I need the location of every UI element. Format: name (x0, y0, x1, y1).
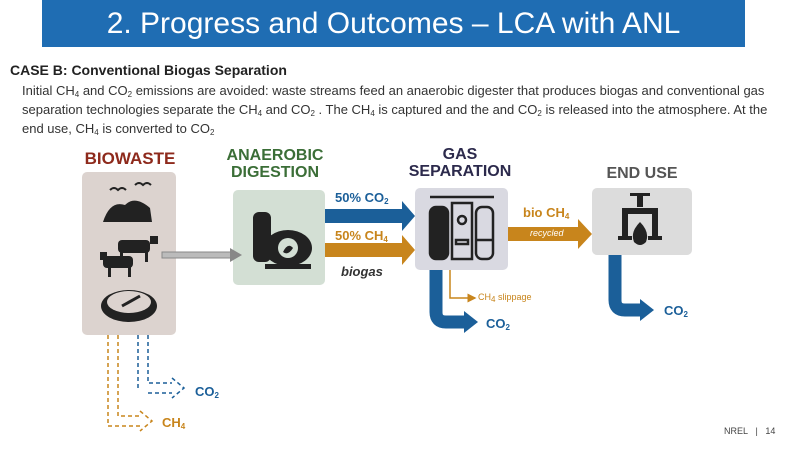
description-fragment: is released into the atmosphere. At the … (22, 102, 768, 136)
description-fragment: and CO (79, 83, 128, 98)
description-fragment: 2 (310, 109, 315, 118)
description-fragment: 4 (257, 109, 263, 118)
description-fragment: emissions are avoided: waste streams fee… (22, 83, 765, 117)
description-fragment: is captured and the and CO (374, 102, 538, 117)
biowaste-box (82, 172, 176, 335)
end-use-co2-label: CO2 (664, 303, 688, 319)
avoided-ch4-label: CH4 (162, 415, 186, 431)
burner-pipe-icon (618, 193, 662, 245)
end-use-co2-arrow (608, 255, 654, 321)
description-fragment: . The CH (314, 102, 371, 117)
digestion-title-line1: ANAEROBIC (226, 147, 324, 164)
stage-end-use-title: END USE (606, 165, 678, 182)
digestion-title-line2: DIGESTION (230, 164, 319, 181)
description-fragment: is converted to CO (98, 121, 210, 136)
co2-share-label: 50% CO2 (335, 190, 389, 206)
waste-feed-arrow (161, 248, 242, 262)
biogas-label: biogas (341, 264, 383, 279)
stage-biowaste-title: BIOWASTE (84, 149, 176, 168)
avoided-co2-label: CO2 (195, 384, 219, 400)
landfill-icon (103, 182, 152, 222)
description-fragment: 2 (210, 128, 215, 137)
gas-cylinders-icon (428, 195, 495, 261)
description-fragment: Initial CH (22, 83, 75, 98)
slippage-label: CH4 slippage (478, 292, 532, 304)
ch4-share-label: 50% CH4 (335, 228, 388, 244)
separation-title-line1: GAS (442, 146, 478, 163)
slide-title-banner: 2. Progress and Outcomes – LCA with ANL (42, 0, 745, 47)
slippage-arrow (449, 270, 477, 303)
digester-icon (253, 212, 312, 269)
description-fragment: 2 (127, 90, 133, 99)
waste-dish-icon (101, 290, 157, 322)
footer-org: NREL (724, 426, 749, 436)
co2-flow-arrow (325, 201, 415, 231)
separation-title-line2: SEPARATION (408, 163, 512, 180)
avoided-ch4-dashed-arrow (107, 335, 154, 432)
end-use-box (592, 188, 692, 255)
footer: NREL | 14 (724, 426, 775, 436)
separation-co2-label: CO2 (486, 316, 510, 332)
avoided-co2-dashed-arrow (137, 335, 186, 399)
description-fragment: 4 (94, 128, 99, 137)
separation-co2-arrow (429, 270, 478, 333)
cattle-icon (100, 236, 158, 277)
ch4-flow-arrow (325, 235, 415, 265)
case-heading: CASE B: Conventional Biogas Separation (10, 62, 287, 78)
page-number: 14 (765, 426, 776, 436)
bio-ch4-arrow (508, 219, 592, 249)
footer-separator: | (755, 426, 758, 436)
description-fragment: and CO (262, 102, 311, 117)
bio-ch4-label: bio CH4 (523, 205, 570, 221)
description-fragment: 2 (537, 109, 542, 118)
description-fragment: 4 (74, 90, 80, 99)
case-description: Initial CH4 and CO2 emissions are avoide… (22, 81, 782, 138)
description-fragment: 4 (370, 109, 375, 118)
recycled-label: recycled (530, 228, 564, 238)
slide-title: 2. Progress and Outcomes – LCA with ANL (106, 6, 681, 40)
